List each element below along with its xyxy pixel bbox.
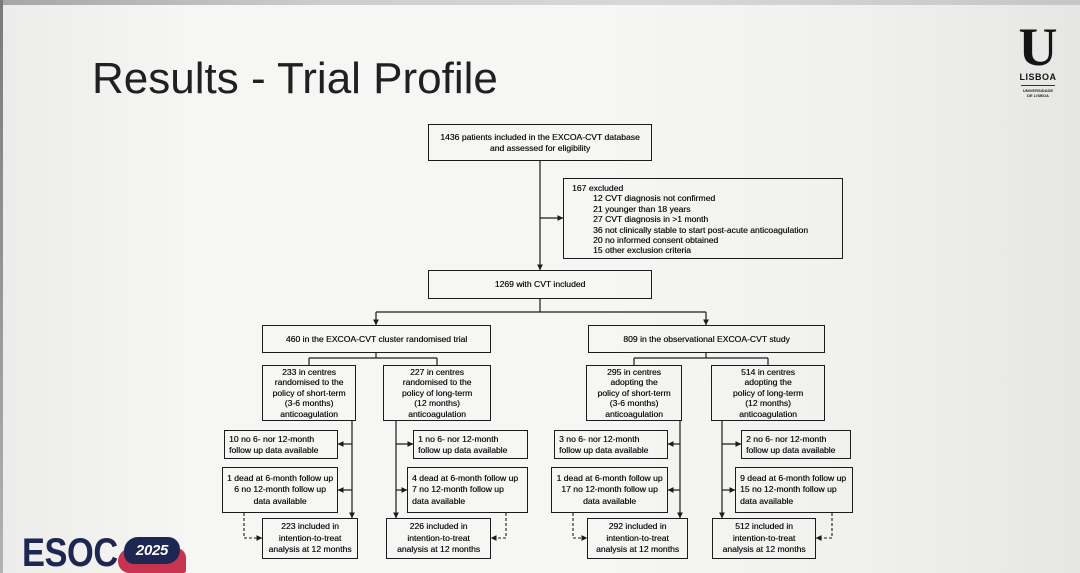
excluded-reason: 20 no informed consent obtained — [593, 235, 719, 246]
excluded-reason: 12 CVT diagnosis not confirmed — [593, 193, 716, 204]
box-included: 1269 with CVT included — [428, 270, 652, 299]
box-arm-1-allocation-text: 233 in centres randomised to the policy … — [272, 366, 346, 419]
excluded-count: 167 excluded — [572, 183, 624, 193]
excluded-reason: 21 younger than 18 years — [593, 203, 691, 214]
box-arm-3-allocation: 295 in centres adopting the policy of sh… — [586, 365, 682, 421]
dashed-arrow-arm-3-to-analysed — [572, 513, 588, 541]
box-arm-4-analysed-text: 512 included in intention-to-treat analy… — [722, 521, 806, 555]
box-study-observational: 809 in the observational EXCOA-CVT study — [588, 325, 825, 353]
box-assessed-text: 1436 patients included in the EXCOA-CVT … — [440, 132, 640, 153]
box-arm-3-allocation-text: 295 in centres adopting the policy of sh… — [597, 366, 671, 419]
box-arm-2-analysed: 226 included in intention-to-treat analy… — [386, 518, 491, 559]
box-arm-2-dead-or-missing-text: 4 dead at 6-month follow up 7 no 12-mont… — [412, 472, 519, 506]
box-arm-1-dead-or-missing-text: 1 dead at 6-month follow up 6 no 12-mont… — [226, 472, 334, 506]
box-included-text: 1269 with CVT included — [494, 279, 586, 290]
box-arm-4-allocation-text: 514 in centres adopting the policy of lo… — [732, 366, 804, 419]
box-arm-1-analysed-text: 223 included in intention-to-treat analy… — [268, 521, 352, 555]
ulisboa-logo-tagline: UNIVERSIDADE DE LISBOA — [1022, 88, 1054, 98]
box-arm-4-analysed: 512 included in intention-to-treat analy… — [712, 518, 816, 559]
box-excluded: 167 excluded 12 CVT diagnosis not confir… — [563, 178, 843, 259]
box-arm-4-dead-or-missing: 9 dead at 6-month follow up 15 no 12-mon… — [735, 467, 853, 513]
ulisboa-logo-rule — [1021, 85, 1055, 86]
esoc-logo-name: ESOC — [22, 531, 118, 573]
box-arm-2-dead-or-missing: 4 dead at 6-month follow up 7 no 12-mont… — [407, 467, 528, 513]
ulisboa-logo-name: LISBOA — [1019, 72, 1057, 82]
box-arm-4-allocation: 514 in centres adopting the policy of lo… — [711, 365, 825, 421]
photo-edge-top — [0, 0, 1080, 5]
box-arm-3-dead-or-missing: 1 dead at 6-month follow up 17 no 12-mon… — [551, 467, 668, 513]
box-arm-1-no-follow-up-text: 10 no 6- nor 12-month follow up data ava… — [229, 434, 319, 455]
box-assessed: 1436 patients included in the EXCOA-CVT … — [428, 124, 652, 161]
box-arm-3-dead-or-missing-text: 1 dead at 6-month follow up 17 no 12-mon… — [556, 472, 663, 506]
box-arm-2-allocation: 227 in centres randomised to the policy … — [383, 365, 491, 421]
box-arm-2-allocation-text: 227 in centres randomised to the policy … — [401, 366, 473, 419]
box-arm-4-no-follow-up-text: 2 no 6- nor 12-month follow up data avai… — [746, 434, 836, 455]
slide-title: Results - Trial Profile — [92, 54, 498, 103]
dashed-arrow-arm-4-to-analysed — [815, 513, 833, 541]
box-arm-2-no-follow-up: 1 no 6- nor 12-month follow up data avai… — [413, 430, 528, 459]
excluded-reason: 36 not clinically stable to start post-a… — [593, 224, 808, 235]
photo-edge-left — [0, 0, 3, 573]
box-arm-4-no-follow-up: 2 no 6- nor 12-month follow up data avai… — [741, 430, 851, 459]
dashed-arrow-arm-2-to-analysed — [490, 513, 507, 541]
box-arm-4-dead-or-missing-text: 9 dead at 6-month follow up 15 no 12-mon… — [740, 472, 847, 506]
box-arm-1-no-follow-up: 10 no 6- nor 12-month follow up data ava… — [224, 430, 338, 459]
connector-randomised-to-arms — [308, 353, 438, 365]
box-arm-2-no-follow-up-text: 1 no 6- nor 12-month follow up data avai… — [418, 434, 508, 455]
excluded-reason: 27 CVT diagnosis in >1 month — [593, 214, 709, 225]
connector-observational-to-arms — [633, 353, 769, 365]
box-arm-3-no-follow-up-text: 3 no 6- nor 12-month follow up data avai… — [559, 434, 649, 455]
box-arm-3-no-follow-up: 3 no 6- nor 12-month follow up data avai… — [554, 430, 668, 459]
box-arm-1-dead-or-missing: 1 dead at 6-month follow up 6 no 12-mont… — [222, 467, 338, 513]
excluded-reason: 15 other exclusion criteria — [593, 245, 691, 256]
box-arm-1-analysed: 223 included in intention-to-treat analy… — [262, 518, 358, 559]
box-study-randomised: 460 in the EXCOA-CVT cluster randomised … — [262, 325, 491, 353]
box-arm-3-analysed-text: 292 included in intention-to-treat analy… — [595, 521, 680, 555]
box-arm-1-allocation: 233 in centres randomised to the policy … — [262, 365, 356, 421]
box-arm-2-analysed-text: 226 included in intention-to-treat analy… — [396, 521, 481, 555]
dashed-arrow-arm-1-to-analysed — [243, 513, 263, 541]
connector-included-split — [376, 299, 706, 313]
esoc-logo-year-badge: 2025 — [124, 537, 180, 564]
ulisboa-logo-mark: U — [1018, 17, 1058, 77]
box-arm-3-analysed: 292 included in intention-to-treat analy… — [587, 518, 688, 559]
box-study-randomised-text: 460 in the EXCOA-CVT cluster randomised … — [285, 333, 468, 344]
box-study-observational-text: 809 in the observational EXCOA-CVT study — [623, 333, 790, 344]
